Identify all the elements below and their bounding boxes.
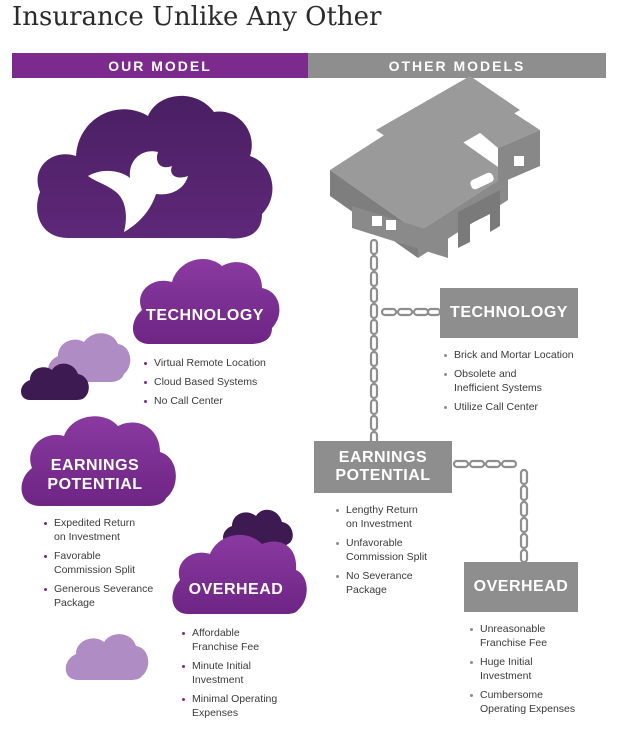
our-earnings-label-line1: EARNINGS: [50, 457, 140, 474]
other-overhead-box: OVERHEAD: [464, 562, 578, 612]
other-earnings-label-line1: EARNINGS: [338, 449, 428, 466]
other-earnings-label-line2: POTENTIAL: [335, 467, 431, 484]
other-models-header: OTHER MODELS: [308, 53, 606, 78]
overhead-cloud: [172, 534, 307, 614]
list-item: Cloud Based Systems: [144, 375, 266, 389]
page-title: Insurance Unlike Any Other: [12, 2, 382, 32]
chain-icon: [369, 238, 529, 564]
list-item: Virtual Remote Location: [144, 356, 266, 370]
cloud-icon: [65, 634, 149, 680]
other-technology-box: TECHNOLOGY: [440, 288, 578, 338]
list-item: Brick and Mortar Location: [444, 348, 574, 362]
our-earnings-label-line2: POTENTIAL: [47, 476, 143, 493]
cloud-bull-logo: [37, 95, 273, 239]
our-technology-list: Virtual Remote Location Cloud Based Syst…: [144, 356, 266, 413]
our-overhead-label: OVERHEAD: [188, 581, 284, 598]
building-icon: [330, 76, 540, 258]
earnings-cloud: [21, 416, 176, 506]
our-technology-label: TECHNOLOGY: [146, 307, 264, 324]
our-earnings-label: EARNINGS POTENTIAL: [30, 456, 160, 494]
list-item: Utilize Call Center: [444, 400, 574, 414]
cloud-icon: [21, 363, 89, 400]
technology-cloud: [132, 259, 280, 344]
other-earnings-box: EARNINGS POTENTIAL: [314, 441, 452, 493]
list-item: No Call Center: [144, 394, 266, 408]
our-model-header: OUR MODEL: [12, 53, 308, 78]
